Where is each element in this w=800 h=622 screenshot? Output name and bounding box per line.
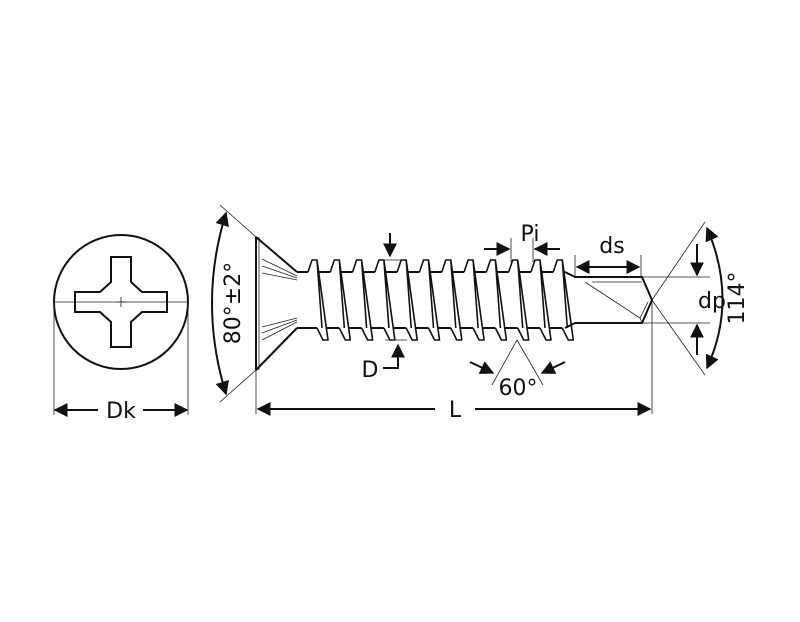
head-top-view [53,234,189,370]
l-label: L [449,398,462,423]
thread-angle-label: 60° [499,376,538,401]
dk-dimension: Dk [53,302,189,424]
point-angle-dimension: 114° [651,221,750,376]
thread-crest [463,259,485,341]
thread-crest [530,259,552,341]
ds-dimension: ds [574,234,642,276]
l-dimension: L [255,300,653,423]
head-angle-dimension: 80°±2° [211,204,257,403]
d-label: D [362,358,379,383]
point-angle-label: 114° [725,272,750,325]
d-dimension: D [362,233,407,383]
thread-crest [329,259,352,341]
pitch-dimension: Pi [484,222,560,262]
thread-crest [441,259,463,341]
thread-crest [507,259,530,341]
pi-label: Pi [521,222,540,247]
dk-label: Dk [106,399,136,424]
screw-side-view [255,236,654,371]
thread-crest [396,259,418,341]
thread-crest [374,259,396,341]
thread-crest [485,259,508,341]
thread-crest [552,259,575,341]
head-angle-label: 80°±2° [221,262,246,344]
thread-crest [418,259,441,341]
thread-angle-dimension: 60° [469,339,566,401]
thread-crest [351,259,374,341]
dp-dimension: dp [642,244,726,355]
ds-label: ds [599,234,624,259]
thread-crest [307,259,329,341]
